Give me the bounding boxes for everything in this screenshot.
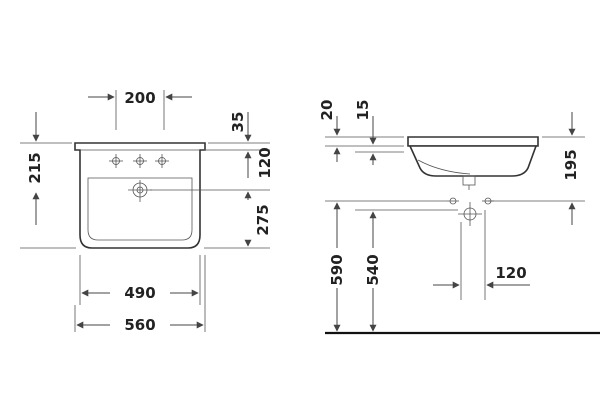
dim-rim-to-tap: 215 — [26, 152, 44, 183]
side-view: 20 15 195 590 540 120 — [318, 100, 600, 335]
tap-hole-center — [133, 154, 147, 168]
front-view: 200 215 35 120 275 490 560 — [20, 89, 274, 334]
dim-inner-width: 490 — [124, 284, 155, 302]
dim-tap-to-overflow: 120 — [256, 147, 274, 178]
trap-connection — [458, 202, 482, 226]
side-bowl — [408, 145, 538, 177]
inner-bowl — [87, 177, 193, 241]
dim-bowl-height: 275 — [254, 204, 272, 235]
tap-hole-right — [155, 154, 169, 168]
dim-drain-above-floor: 540 — [364, 254, 382, 285]
dim-rim-thickness: 20 — [318, 100, 336, 121]
dim-tap-spacing: 200 — [124, 89, 155, 107]
drain-circle-icon — [128, 180, 152, 202]
supply-left — [447, 197, 459, 205]
side-rim — [407, 136, 539, 147]
dim-ledge: 15 — [354, 100, 372, 121]
dim-rim-height: 35 — [229, 112, 247, 133]
dim-drain-offset: 120 — [495, 264, 526, 282]
dim-overall-width: 560 — [124, 316, 155, 334]
dim-rim-above-floor: 590 — [328, 254, 346, 285]
tap-hole-left — [109, 154, 123, 168]
drain-spigot — [462, 175, 476, 186]
dim-bowl-depth: 195 — [562, 149, 580, 180]
